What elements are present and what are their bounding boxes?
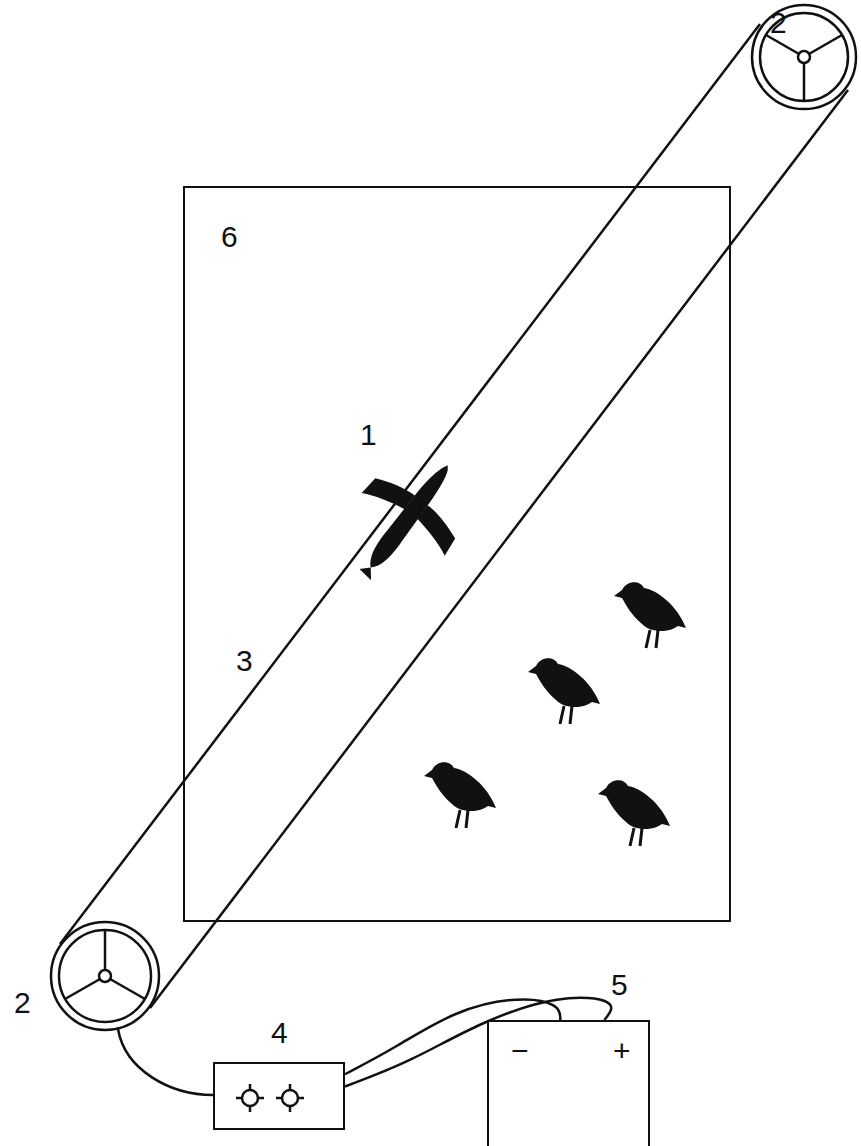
control-box: 4 [213, 1062, 345, 1130]
plus-terminal: + [613, 1036, 631, 1066]
control-knob [236, 1084, 264, 1112]
control-knob [276, 1084, 304, 1112]
hawk-silhouette [323, 434, 489, 607]
enclosure-number: 6 [221, 222, 238, 252]
callout-number: 2 [770, 8, 787, 38]
minus-terminal: − [511, 1036, 529, 1066]
control-unit-number: 4 [271, 1018, 288, 1048]
enclosure-box: 6 [183, 186, 731, 922]
battery-box: 5−+ [487, 1020, 650, 1146]
quail-silhouette [424, 762, 496, 828]
callout-number: 3 [236, 646, 253, 676]
quail-silhouette [598, 780, 670, 846]
pulley [51, 922, 159, 1030]
pulley [752, 5, 856, 109]
belt-wire [60, 24, 760, 944]
belt-wire [150, 90, 848, 1008]
motor-wire [118, 1029, 213, 1095]
power-wire [345, 998, 611, 1087]
callout-number: 1 [360, 420, 377, 450]
quail-silhouette [528, 658, 600, 724]
battery-number: 5 [611, 970, 628, 1000]
quail-silhouette [614, 582, 686, 648]
callout-number: 2 [14, 988, 31, 1018]
